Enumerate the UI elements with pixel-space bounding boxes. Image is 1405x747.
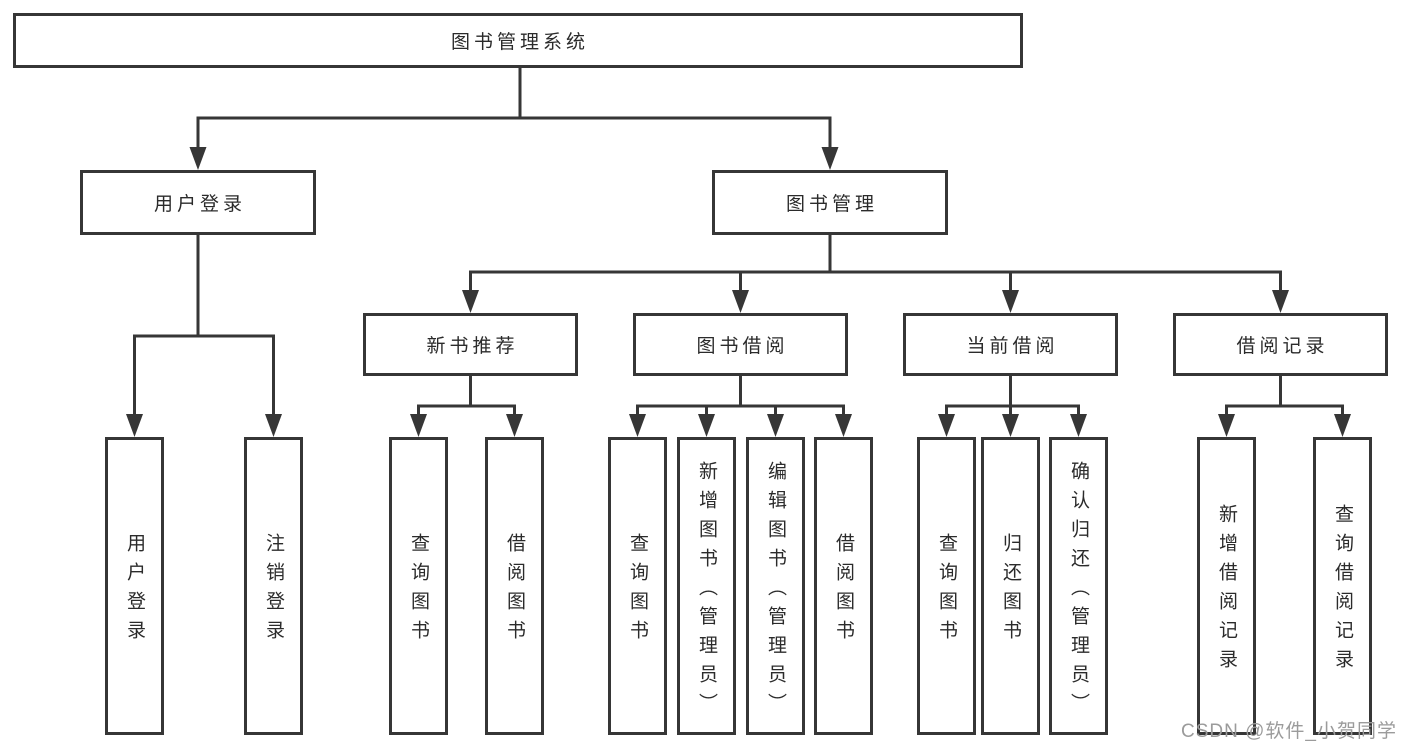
node-book-borrow: 图书借阅 (633, 313, 848, 376)
leaf-edit-book-admin: 编辑图书（管理员） (746, 437, 805, 735)
connector-root-to-level2 (196, 68, 832, 149)
leaf-query-borrow-record: 查询借阅记录 (1313, 437, 1372, 735)
leaf-add-book-admin-label: 新增图书（管理员） (696, 460, 717, 722)
node-user-login: 用户登录 (80, 170, 316, 235)
node-book-management-label: 图书管理 (785, 194, 878, 215)
connector-current-borrow-children (945, 376, 1080, 416)
connector-borrow-records-children (1225, 376, 1344, 416)
leaf-query-books-borrow-label: 查询图书 (627, 533, 648, 649)
leaf-user-login: 用户登录 (105, 437, 164, 735)
connector-new-book-recommend-children (417, 376, 516, 416)
node-root-label: 图书管理系统 (450, 32, 589, 53)
leaf-query-books-recommend: 查询图书 (389, 437, 448, 735)
leaf-borrow-books: 借阅图书 (814, 437, 873, 735)
node-current-borrow: 当前借阅 (903, 313, 1118, 376)
connector-book-management-children (469, 235, 1282, 292)
leaf-borrow-books-label: 借阅图书 (833, 533, 854, 649)
leaf-return-books-label: 归还图书 (1000, 533, 1021, 649)
node-borrow-records-label: 借阅记录 (1236, 336, 1329, 357)
leaf-query-books-current: 查询图书 (917, 437, 976, 735)
connector-user-login-children (133, 235, 275, 416)
connector-book-borrow-children (636, 376, 845, 416)
node-book-management: 图书管理 (712, 170, 948, 235)
leaf-confirm-return-admin: 确认归还（管理员） (1049, 437, 1108, 735)
node-current-borrow-label: 当前借阅 (966, 336, 1059, 357)
leaf-query-books-recommend-label: 查询图书 (408, 533, 429, 649)
leaf-user-login-label: 用户登录 (124, 533, 145, 649)
node-root-library-system: 图书管理系统 (13, 13, 1023, 68)
leaf-add-borrow-record-label: 新增借阅记录 (1216, 504, 1237, 678)
leaf-return-books: 归还图书 (981, 437, 1040, 735)
leaf-confirm-return-admin-label: 确认归还（管理员） (1068, 460, 1089, 722)
node-book-borrow-label: 图书借阅 (696, 336, 789, 357)
leaf-borrow-books-recommend: 借阅图书 (485, 437, 544, 735)
leaf-borrow-books-recommend-label: 借阅图书 (504, 533, 525, 649)
leaf-edit-book-admin-label: 编辑图书（管理员） (765, 460, 786, 722)
leaf-add-borrow-record: 新增借阅记录 (1197, 437, 1256, 735)
node-new-book-recommend-label: 新书推荐 (426, 336, 519, 357)
leaf-query-borrow-record-label: 查询借阅记录 (1332, 504, 1353, 678)
leaf-add-book-admin: 新增图书（管理员） (677, 437, 736, 735)
node-user-login-label: 用户登录 (153, 194, 246, 215)
csdn-watermark: CSDN @软件_小贺同学 (1181, 721, 1397, 742)
leaf-logout: 注销登录 (244, 437, 303, 735)
node-borrow-records: 借阅记录 (1173, 313, 1388, 376)
leaf-logout-label: 注销登录 (263, 533, 284, 649)
node-new-book-recommend: 新书推荐 (363, 313, 578, 376)
leaf-query-books-current-label: 查询图书 (936, 533, 957, 649)
leaf-query-books-borrow: 查询图书 (608, 437, 667, 735)
